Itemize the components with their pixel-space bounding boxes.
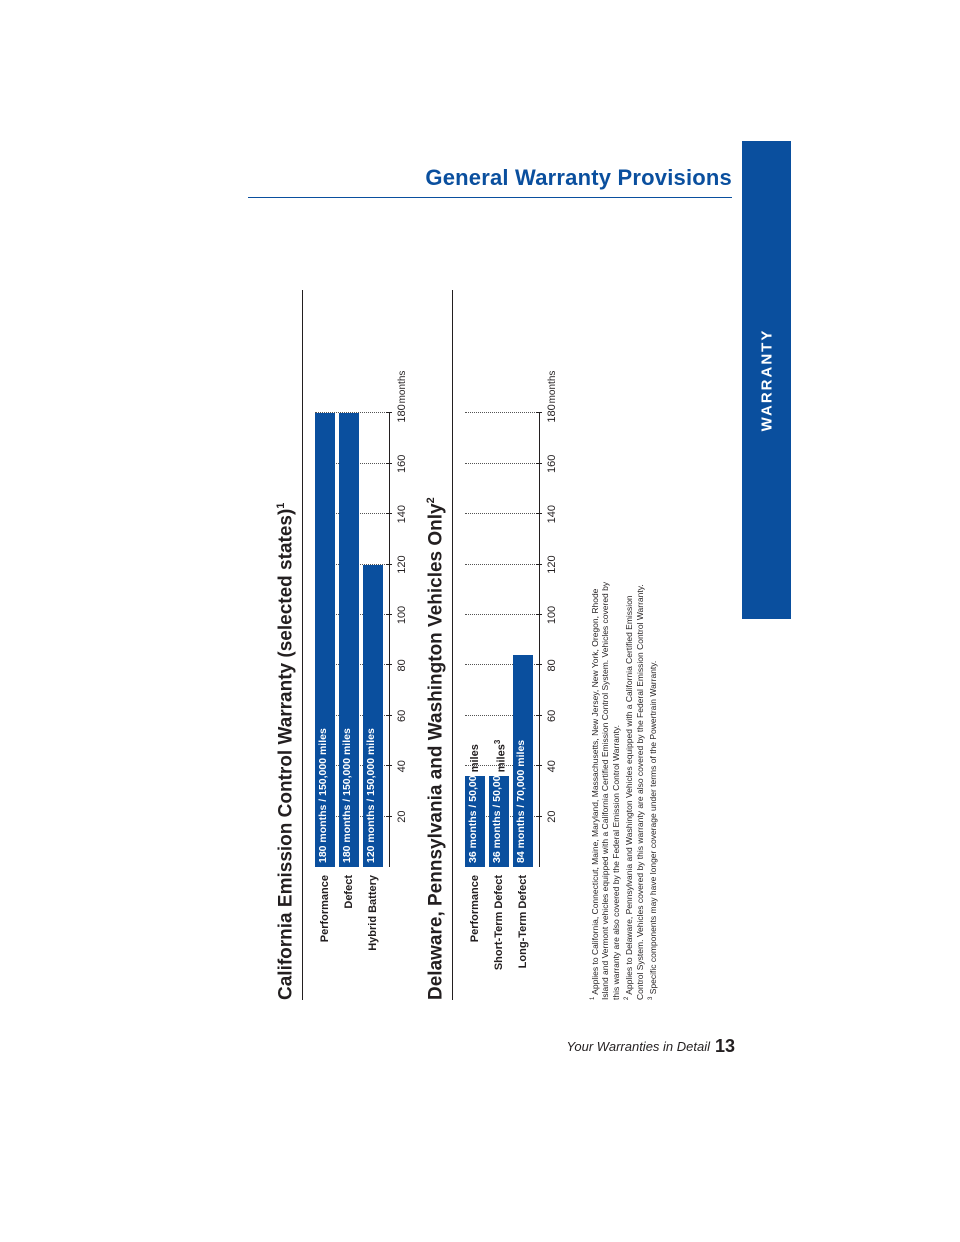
bar-label: 180 months / 150,000 miles <box>341 728 353 863</box>
grid-line <box>465 614 535 615</box>
grid-line <box>465 563 535 565</box>
axis-tick <box>536 714 542 716</box>
axis-tick-label: 100 <box>396 605 408 625</box>
row-label: Short-Term Defect <box>493 875 505 971</box>
bar-outside-label: miles3 <box>493 739 508 773</box>
axis-tick <box>386 513 392 515</box>
axis-tick-label: 180 <box>546 404 558 423</box>
bar-outside-label: miles <box>469 744 481 773</box>
rotated-content: California Emission Control Warranty (se… <box>275 240 735 1000</box>
axis-tick-label: 40 <box>546 760 558 773</box>
axis-tick <box>536 614 542 615</box>
axis-units: months <box>547 370 558 404</box>
axis-tick-label: 80 <box>396 659 408 672</box>
axis-tick <box>386 664 392 666</box>
chart-1-title: California Emission Control Warranty (se… <box>275 502 297 1000</box>
axis-tick <box>386 765 392 767</box>
side-tab: WARRANTY <box>742 141 791 619</box>
row-label: Performance <box>319 875 331 943</box>
bar-label: 180 months / 150,000 miles <box>317 728 329 863</box>
bar-label: 36 months / 50,000 <box>467 769 479 863</box>
axis-tick <box>536 412 542 414</box>
axis-tick-label: 20 <box>396 810 408 823</box>
x-axis <box>539 413 540 867</box>
axis-tick <box>386 462 392 464</box>
grid-line <box>465 462 535 464</box>
footer-text: Your Warranties in Detail <box>566 1039 710 1054</box>
footnotes: 1 Applies to California, Connecticut, Ma… <box>588 580 659 1000</box>
bar: 36 months / 50,000 <box>489 770 509 867</box>
axis-tick-label: 20 <box>546 810 558 823</box>
axis-tick <box>386 412 392 414</box>
axis-tick-label: 80 <box>546 659 558 672</box>
axis-tick-label: 60 <box>396 709 408 722</box>
row-label: Hybrid Battery <box>367 875 379 951</box>
chart-2-title: Delaware, Pennsylvania and Washington Ve… <box>425 497 447 1000</box>
axis-tick-label: 160 <box>546 454 558 473</box>
bar-label: 84 months / 70,000 miles <box>515 739 527 863</box>
axis-tick-label: 120 <box>546 555 558 574</box>
axis-units: months <box>397 370 408 404</box>
axis-tick <box>386 563 392 565</box>
page-number: 13 <box>715 1036 736 1056</box>
bar-label: 120 months / 150,000 miles <box>365 728 377 863</box>
axis-tick-label: 140 <box>396 505 408 524</box>
axis-tick <box>536 513 542 515</box>
axis-tick-label: 140 <box>546 505 558 524</box>
axis-tick-label: 40 <box>396 760 408 773</box>
axis-tick <box>386 714 392 716</box>
axis-tick-label: 160 <box>396 454 408 473</box>
axis-tick-label: 120 <box>396 555 408 574</box>
axis-tick <box>536 563 542 565</box>
chart-2-title-rule <box>452 290 453 1000</box>
bar: 120 months / 150,000 miles <box>363 564 383 867</box>
row-label: Long-Term Defect <box>517 875 529 969</box>
footnote-2: 2 Applies to Delaware, Pennsylvania and … <box>624 584 645 1000</box>
axis-tick <box>536 765 542 767</box>
bar-label: 36 months / 50,000 <box>491 769 503 863</box>
bar: 84 months / 70,000 miles <box>513 655 533 867</box>
axis-tick <box>386 815 392 817</box>
bar: 36 months / 50,000 <box>465 770 485 867</box>
x-axis <box>389 413 390 867</box>
grid-line <box>465 412 535 414</box>
side-tab-label: WARRANTY <box>758 328 775 432</box>
axis-tick-label: 180 <box>396 404 408 423</box>
chart-1-title-rule <box>302 290 303 1000</box>
axis-tick <box>536 815 542 817</box>
axis-tick-label: 60 <box>546 709 558 722</box>
footnote-3: 3 Specific components may have longer co… <box>647 660 658 1000</box>
grid-line <box>465 513 535 515</box>
axis-tick <box>536 664 542 666</box>
bar: 180 months / 150,000 miles <box>339 413 359 867</box>
row-label: Performance <box>469 875 481 943</box>
axis-tick-label: 100 <box>546 605 558 625</box>
footnote-1: 1 Applies to California, Connecticut, Ma… <box>589 581 621 1000</box>
header-rule <box>248 197 732 198</box>
page-title: General Warranty Provisions <box>425 165 732 190</box>
row-label: Defect <box>343 875 355 909</box>
axis-tick <box>386 614 392 615</box>
axis-tick <box>536 462 542 464</box>
bar: 180 months / 150,000 miles <box>315 413 335 867</box>
